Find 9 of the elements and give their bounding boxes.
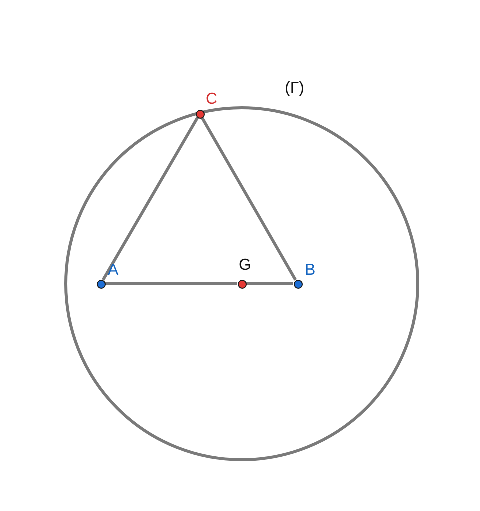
line-segment xyxy=(200,117,298,281)
line-segment xyxy=(246,282,294,286)
line-segment xyxy=(102,117,200,281)
point-label: A xyxy=(108,262,119,280)
curve-label: (Γ) xyxy=(285,80,304,98)
point-label: B xyxy=(305,262,316,280)
point-label: G xyxy=(239,257,252,275)
line-segment xyxy=(106,282,238,286)
point-label: C xyxy=(206,91,218,109)
